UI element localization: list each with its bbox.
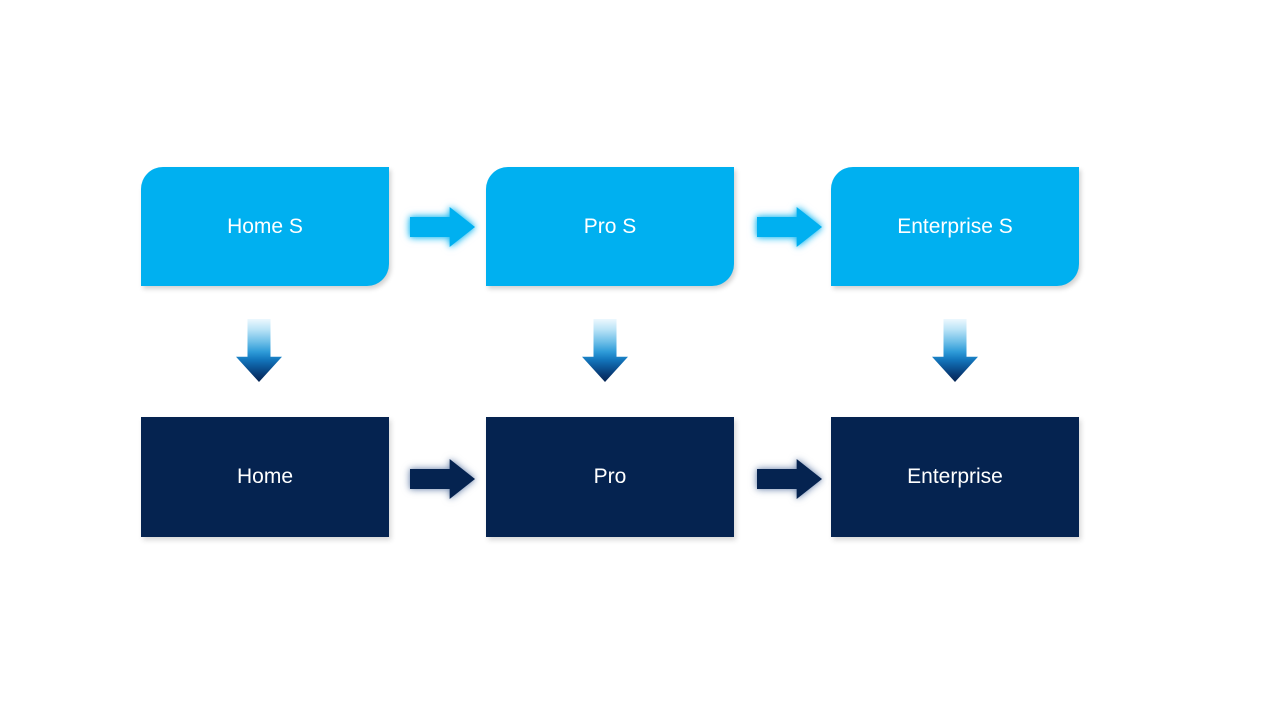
- node-pro-label: Pro: [593, 465, 627, 489]
- node-home-label: Home: [236, 465, 294, 489]
- right-arrow-shape: [410, 459, 475, 499]
- node-enterprise-label: Enterprise: [907, 465, 1003, 489]
- down-arrow-shape: [932, 319, 978, 382]
- node-enterprise-s: Enterprise S: [831, 167, 1079, 286]
- right-arrow-shape: [757, 207, 822, 247]
- down-arrow-shape: [582, 319, 628, 382]
- down-arrow-icon-3: [932, 319, 978, 382]
- node-pro-s-label: Pro S: [583, 214, 637, 238]
- node-enterprise-s-label: Enterprise S: [897, 214, 1013, 238]
- right-arrow-icon-top-2: [757, 207, 822, 247]
- right-arrow-icon-top-1: [410, 207, 475, 247]
- node-home: Home: [141, 417, 389, 537]
- right-arrow-shape: [757, 459, 822, 499]
- node-home-s-label: Home S: [227, 214, 303, 238]
- right-arrow-icon-bottom-1: [410, 459, 475, 499]
- right-arrow-shape: [410, 207, 475, 247]
- node-home-s: Home S: [141, 167, 389, 286]
- node-pro: Pro: [486, 417, 734, 537]
- down-arrow-shape: [236, 319, 282, 382]
- node-enterprise: Enterprise: [831, 417, 1079, 537]
- down-arrow-icon-1: [236, 319, 282, 382]
- down-arrow-icon-2: [582, 319, 628, 382]
- right-arrow-icon-bottom-2: [757, 459, 822, 499]
- node-pro-s: Pro S: [486, 167, 734, 286]
